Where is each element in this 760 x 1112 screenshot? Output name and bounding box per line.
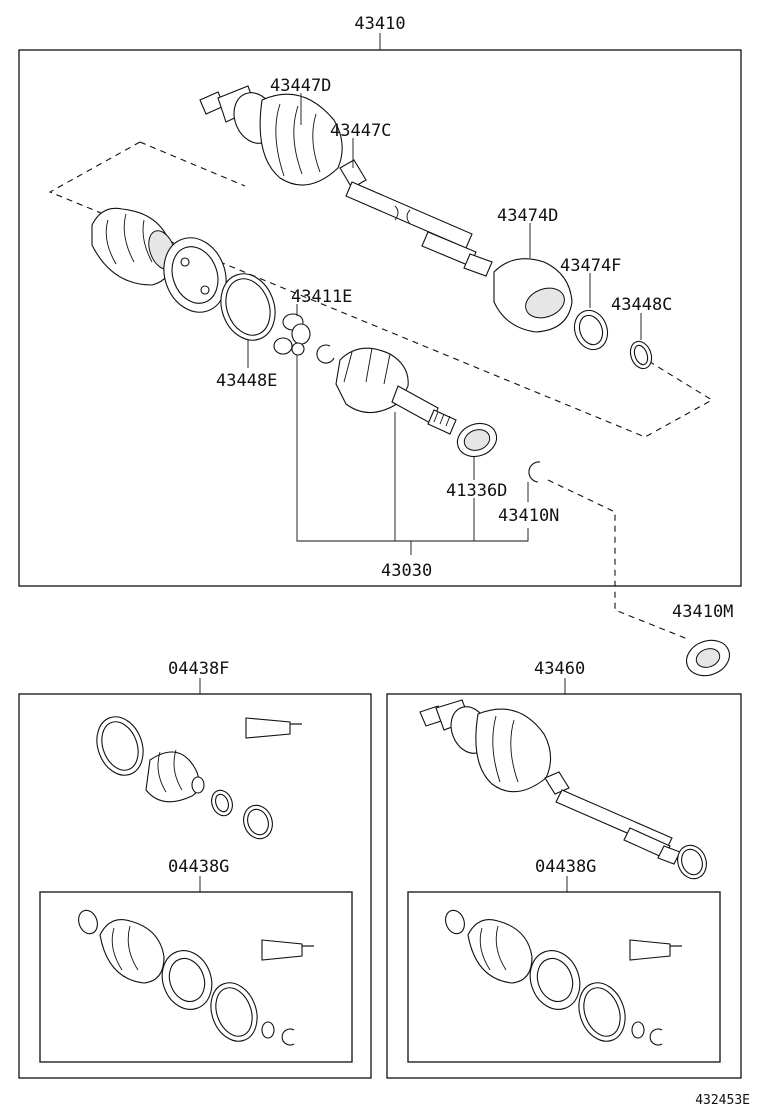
figure-code: 432453E — [695, 1093, 750, 1108]
snap-ring-43410N[interactable] — [528, 461, 541, 483]
damper-clamp[interactable] — [569, 306, 613, 355]
dynamic-damper[interactable] — [493, 258, 573, 333]
kit-04438G-left-parts[interactable] — [75, 908, 314, 1048]
kit-04438G-left-frame — [39, 891, 353, 1063]
label-43448E[interactable]: 43448E — [216, 371, 277, 391]
bracket-43030 — [296, 355, 529, 542]
drive-shaft-43460[interactable] — [419, 699, 711, 883]
tripod-spider[interactable] — [273, 313, 311, 356]
label-43030[interactable]: 43030 — [381, 561, 432, 581]
leader-43410M-dashed — [547, 479, 691, 641]
kit-04438G-right-frame — [407, 891, 721, 1063]
inner-joint-housing[interactable] — [335, 347, 457, 435]
boot-clamp-43448C[interactable] — [627, 338, 655, 371]
label-43460[interactable]: 43460 — [534, 659, 585, 679]
label-43411E[interactable]: 43411E — [291, 287, 352, 307]
tripod-ring[interactable] — [154, 229, 236, 321]
label-04438G-right[interactable]: 04438G — [535, 857, 596, 877]
label-43474F[interactable]: 43474F — [560, 256, 621, 276]
assembly-43460-frame — [386, 693, 742, 1079]
seal-43410M[interactable] — [682, 635, 735, 682]
inner-boot[interactable] — [91, 207, 180, 286]
label-43447C[interactable]: 43447C — [330, 121, 391, 141]
label-43410[interactable]: 43410 — [354, 14, 405, 34]
inner-joint-set-outline-top — [139, 141, 246, 187]
label-04438G-left[interactable]: 04438G — [168, 857, 229, 877]
drive-shaft-outer-joint[interactable] — [199, 85, 493, 277]
oil-seal[interactable] — [453, 418, 502, 462]
snap-ring[interactable] — [316, 344, 335, 364]
label-43474D[interactable]: 43474D — [497, 206, 558, 226]
boot-clamp-43448E[interactable] — [212, 266, 284, 348]
kit-04438F-frame — [18, 693, 372, 1079]
label-41336D[interactable]: 41336D — [446, 481, 507, 501]
inner-joint-set-outline — [48, 141, 714, 438]
label-43448C[interactable]: 43448C — [611, 295, 672, 315]
label-43447D[interactable]: 43447D — [270, 76, 331, 96]
label-43410N[interactable]: 43410N — [498, 506, 559, 526]
kit-04438F-parts[interactable] — [89, 710, 302, 842]
label-04438F[interactable]: 04438F — [168, 659, 229, 679]
kit-04438G-right-parts[interactable] — [442, 908, 682, 1048]
label-43410M[interactable]: 43410M — [672, 602, 733, 622]
